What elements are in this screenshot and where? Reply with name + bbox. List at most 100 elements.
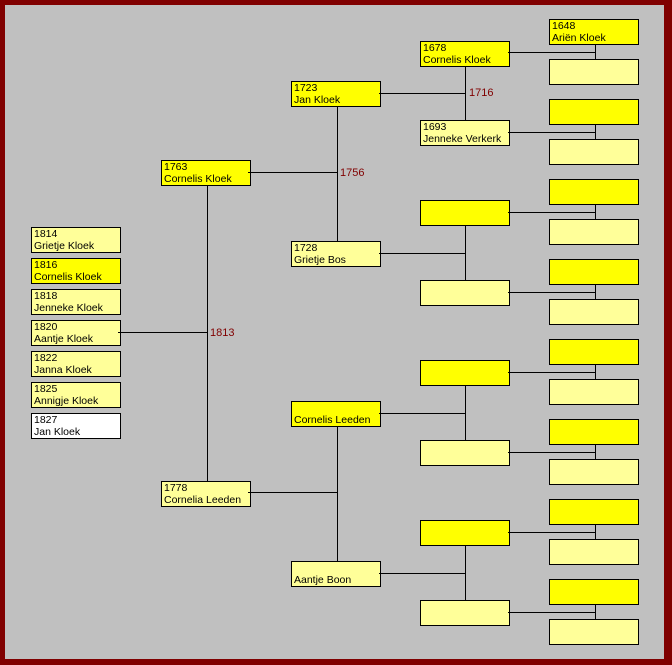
connector-line [207,185,208,481]
empty-ancestor-box[interactable] [420,600,510,626]
empty-ancestor-box[interactable] [549,219,639,245]
connector-line [118,332,207,333]
empty-ancestor-box[interactable] [420,440,510,466]
birth-year: 1827 [34,414,58,426]
person-name: Janna Kloek [34,364,92,376]
connector-line [595,444,596,459]
birth-year: 1723 [294,82,318,94]
connector-line [595,524,596,539]
empty-ancestor-box[interactable] [549,339,639,365]
connector-line [508,372,595,373]
connector-line [337,426,338,561]
empty-ancestor-box[interactable] [420,360,510,386]
connector-line [465,225,466,280]
connector-line [379,413,465,414]
person-name: Jan Kloek [34,426,81,438]
birth-year: 1648 [552,20,576,32]
connector-line [465,545,466,600]
connector-line [508,132,595,133]
grandmother-box[interactable]: Aantje Boon [291,561,381,587]
connector-line [595,364,596,379]
birth-year: 1816 [34,259,58,271]
empty-ancestor-box[interactable] [549,619,639,645]
birth-year: 1693 [423,121,447,133]
person-name: Aantje Boon [294,574,352,586]
empty-ancestor-box[interactable] [549,259,639,285]
empty-ancestor-box[interactable] [549,539,639,565]
empty-ancestor-box[interactable] [549,179,639,205]
connector-line [508,212,595,213]
marriage-year: 1756 [340,167,365,179]
person-name: Grietje Bos [294,254,346,266]
connector-line [248,172,337,173]
person-name: Grietje Kloek [34,240,95,252]
person-name: Cornelis Kloek [423,54,491,66]
empty-ancestor-box[interactable] [549,499,639,525]
connector-line [465,66,466,120]
connector-line [508,452,595,453]
birth-year: 1778 [164,482,188,494]
person-name: Cornelia Leeden [164,494,242,506]
empty-ancestor-box[interactable] [549,299,639,325]
connector-line [595,284,596,299]
empty-ancestor-box[interactable] [420,520,510,546]
empty-ancestor-box[interactable] [549,139,639,165]
empty-ancestor-box[interactable] [549,379,639,405]
birth-year: 1678 [423,42,447,54]
connector-line [337,106,338,241]
person-name: Cornelis Kloek [34,271,102,283]
birth-year: 1728 [294,242,318,254]
connector-line [248,492,337,493]
empty-ancestor-box[interactable] [549,99,639,125]
marriage-year: 1716 [469,87,494,99]
person-name: Cornelis Kloek [164,173,232,185]
person-name: Ariën Kloek [552,32,606,44]
person-name: Annigje Kloek [34,395,99,407]
marriage-year: 1813 [210,327,235,339]
person-name: Jenneke Kloek [34,302,103,314]
birth-year: 1818 [34,290,58,302]
person-name: Jenneke Verkerk [423,133,502,145]
connector-line [508,292,595,293]
birth-year: 1825 [34,383,58,395]
empty-ancestor-box[interactable] [420,280,510,306]
person-name: Cornelis Leeden [294,414,371,426]
connector-line [508,52,595,53]
connector-line [465,385,466,440]
grandfather-box[interactable]: Cornelis Leeden [291,401,381,427]
empty-ancestor-box[interactable] [420,200,510,226]
connector-line [508,612,595,613]
connector-line [508,532,595,533]
birth-year [294,402,380,414]
connector-line [595,604,596,619]
empty-ancestor-box[interactable] [549,459,639,485]
birth-year [294,562,380,574]
person-name: Aantje Kloek [34,333,93,345]
birth-year: 1814 [34,228,58,240]
empty-ancestor-box[interactable] [549,419,639,445]
empty-ancestor-box[interactable] [549,579,639,605]
connector-line [595,44,596,59]
connector-line [595,204,596,219]
connector-line [595,124,596,139]
birth-year: 1763 [164,161,188,173]
connector-line [379,93,465,94]
connector-line [379,573,465,574]
empty-ancestor-box[interactable] [549,59,639,85]
birth-year: 1820 [34,321,58,333]
